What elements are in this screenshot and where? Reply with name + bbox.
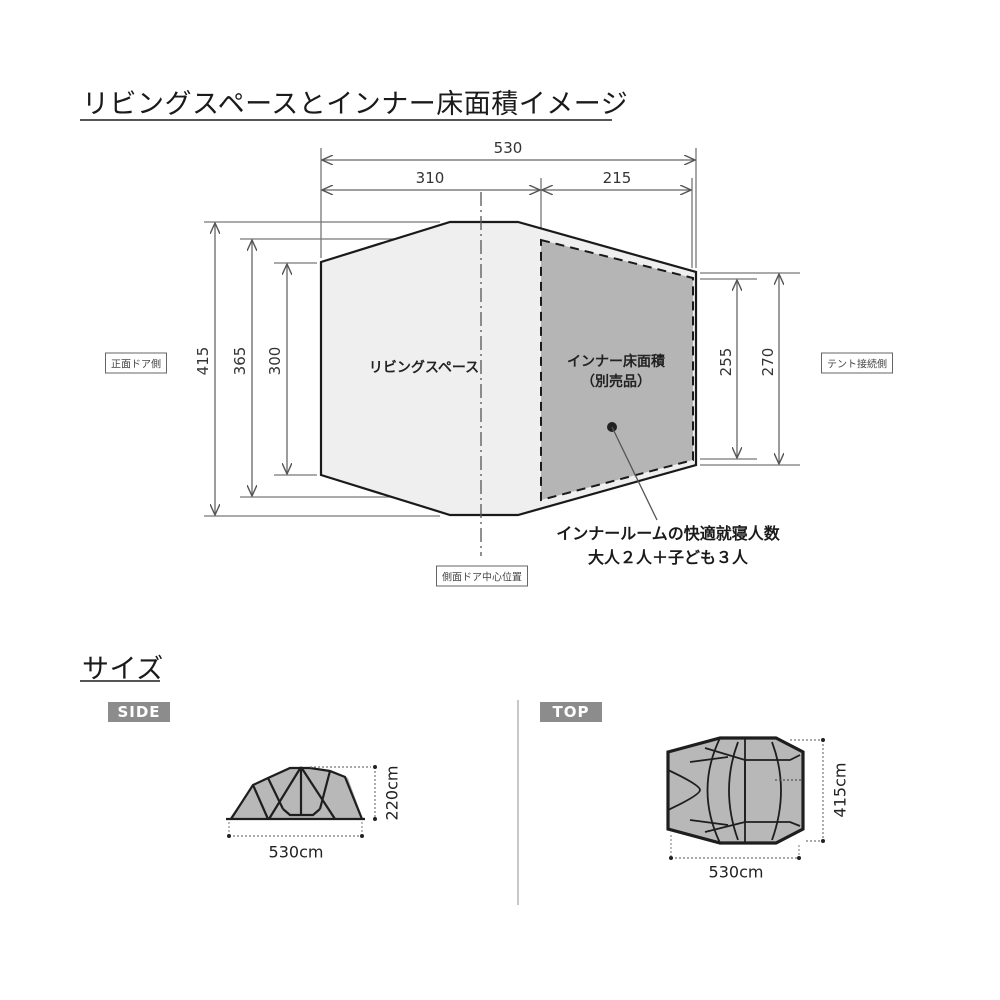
floor-plan-title: リビングスペースとインナー床面積イメージ — [82, 89, 629, 120]
living-space-label: リビングスペース — [368, 360, 480, 376]
inner-floor-label-line2: （別売品） — [581, 374, 651, 390]
inner-floor-label: インナー床面積 （別売品） — [567, 352, 665, 392]
top-view-tag: TOP — [540, 702, 602, 722]
dimension-lines-right — [737, 274, 779, 464]
top-view-tent — [666, 736, 825, 860]
inner-room-area — [540, 238, 694, 502]
dim-total-length: 530 — [493, 139, 523, 157]
floor-plan-title-underline — [80, 119, 612, 121]
tent-connection-side-label: テント接続側 — [821, 352, 893, 374]
section-divider — [517, 700, 519, 905]
top-view-length: 530cm — [708, 862, 764, 882]
side-view-tent — [226, 765, 377, 838]
side-view-length: 530cm — [268, 842, 324, 862]
top-view-width: 415cm — [830, 762, 850, 818]
callout-leader — [611, 426, 658, 521]
size-section-title: サイズ — [82, 654, 164, 685]
size-title-underline — [80, 680, 160, 682]
front-door-side-label: 正面ドア側 — [105, 352, 167, 374]
side-door-center-label: 側面ドア中心位置 — [436, 565, 528, 587]
side-view-height: 220cm — [382, 765, 402, 821]
dim-inner-length: 215 — [602, 169, 632, 187]
side-view-tag: SIDE — [108, 702, 170, 722]
sleeping-capacity-line1: インナールームの快適就寝人数 — [556, 524, 780, 543]
dimension-lines-left — [215, 223, 287, 515]
dimension-lines-horizontal — [322, 160, 695, 190]
inner-floor-label-line1: インナー床面積 — [567, 354, 665, 370]
dim-living-length: 310 — [415, 169, 445, 187]
sleeping-capacity-line2: 大人２人＋子ども３人 — [587, 548, 748, 567]
sleeping-capacity-note: インナールームの快適就寝人数 大人２人＋子ども３人 — [556, 522, 780, 570]
